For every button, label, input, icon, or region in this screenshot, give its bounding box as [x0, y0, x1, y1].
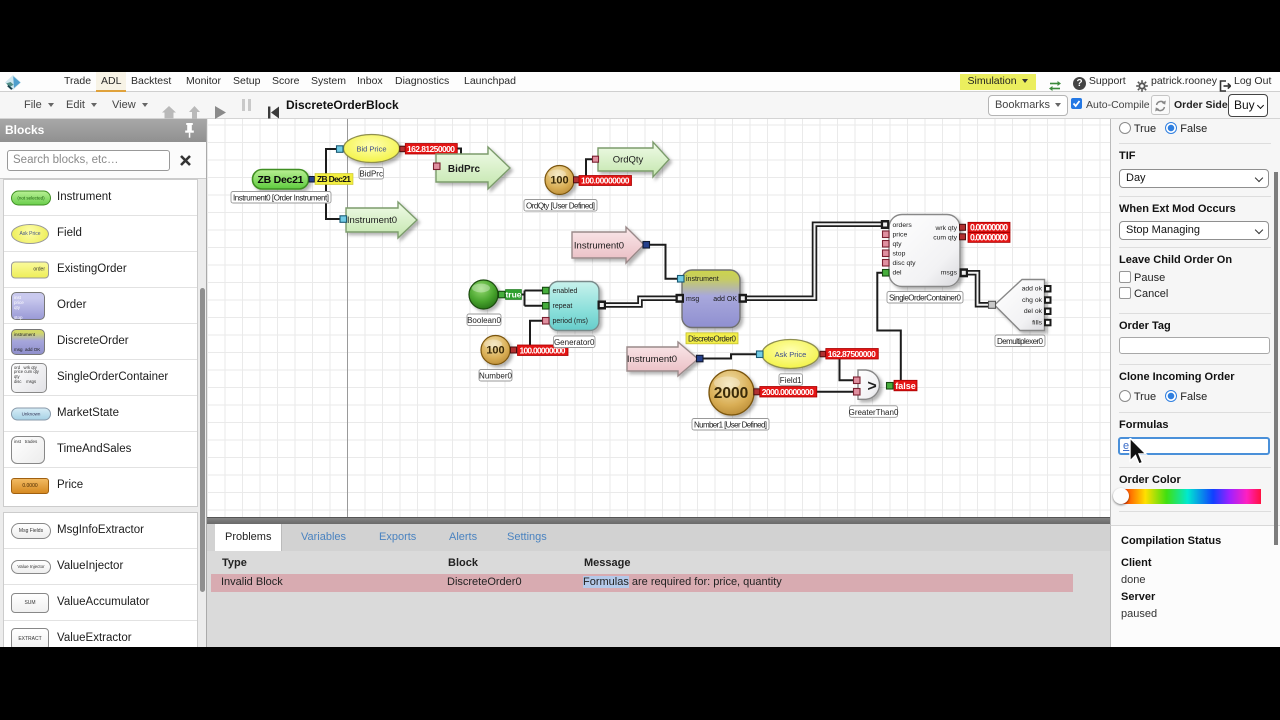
- svg-text:Bid Price: Bid Price: [356, 144, 386, 153]
- svg-text:fills: fills: [1032, 320, 1042, 327]
- svg-text:100: 100: [486, 345, 504, 357]
- svg-text:Field1: Field1: [780, 376, 802, 385]
- svg-text:>: >: [867, 378, 876, 395]
- svg-text:Number1 [User Defined]: Number1 [User Defined]: [694, 421, 767, 430]
- svg-text:wrk qty: wrk qty: [934, 225, 957, 232]
- svg-text:del: del: [893, 270, 903, 277]
- svg-text:add OK: add OK: [713, 296, 737, 303]
- svg-text:162.87500000: 162.87500000: [828, 349, 876, 359]
- svg-text:disc qty: disc qty: [893, 260, 917, 267]
- svg-text:add ok: add ok: [1022, 286, 1043, 293]
- svg-text:SingleOrderContainer0: SingleOrderContainer0: [889, 294, 962, 303]
- svg-text:true: true: [505, 289, 521, 299]
- svg-text:Instrument0: Instrument0: [627, 354, 677, 365]
- svg-text:instrument: instrument: [686, 276, 719, 283]
- svg-text:Instrument0: Instrument0: [347, 215, 397, 226]
- svg-text:100: 100: [550, 175, 568, 187]
- svg-text:msg: msg: [686, 296, 699, 303]
- svg-text:Instrument0: Instrument0: [574, 241, 624, 252]
- svg-text:Demultiplexer0: Demultiplexer0: [997, 337, 1044, 346]
- svg-text:repeat: repeat: [553, 303, 573, 310]
- svg-text:qty: qty: [893, 241, 903, 248]
- svg-text:GreaterThan0: GreaterThan0: [849, 408, 899, 417]
- svg-text:2000: 2000: [714, 385, 748, 402]
- svg-text:del ok: del ok: [1024, 308, 1043, 315]
- svg-text:cum qty: cum qty: [933, 235, 957, 242]
- svg-text:BidPrc: BidPrc: [359, 170, 383, 179]
- svg-text:BidPrc: BidPrc: [448, 164, 481, 175]
- svg-text:Ask Price: Ask Price: [775, 350, 807, 359]
- svg-text:Generator0: Generator0: [554, 338, 595, 347]
- svg-text:OrdQty: OrdQty: [613, 155, 644, 166]
- svg-text:orders: orders: [893, 222, 913, 229]
- svg-text:price: price: [893, 232, 908, 239]
- svg-text:msgs: msgs: [941, 270, 958, 277]
- svg-text:Instrument0 [Order Instrument]: Instrument0 [Order Instrument]: [233, 194, 329, 203]
- svg-text:period (ms): period (ms): [553, 318, 588, 325]
- svg-text:0.00000000: 0.00000000: [970, 222, 1008, 232]
- svg-text:162.81250000: 162.81250000: [407, 144, 455, 154]
- svg-text:DiscreteOrder0: DiscreteOrder0: [688, 335, 737, 344]
- svg-text:Boolean0: Boolean0: [467, 316, 501, 325]
- svg-text:ZB Dec21: ZB Dec21: [258, 174, 304, 186]
- svg-text:ZB Dec21: ZB Dec21: [317, 174, 351, 184]
- svg-text:chg ok: chg ok: [1022, 297, 1043, 304]
- svg-text:2000.00000000: 2000.00000000: [762, 387, 814, 397]
- svg-text:stop: stop: [893, 251, 906, 258]
- svg-text:OrdQty [User Defined]: OrdQty [User Defined]: [526, 202, 595, 211]
- svg-text:enabled: enabled: [553, 288, 578, 295]
- svg-text:0.00000000: 0.00000000: [970, 233, 1008, 243]
- svg-text:Number0: Number0: [479, 372, 512, 381]
- svg-text:false: false: [895, 381, 916, 391]
- svg-text:100.00000000: 100.00000000: [520, 346, 566, 356]
- svg-text:100.00000000: 100.00000000: [581, 176, 630, 186]
